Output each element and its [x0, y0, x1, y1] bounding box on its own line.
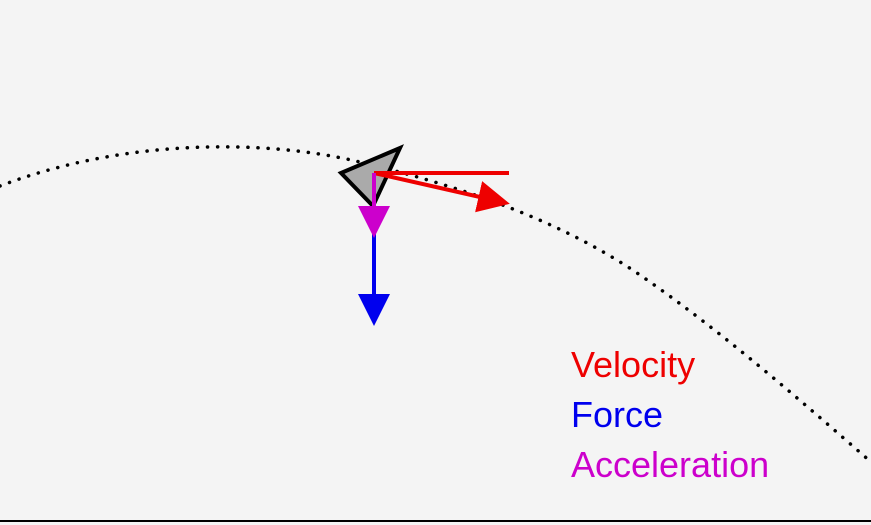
- legend-force: Force: [571, 394, 664, 435]
- legend-velocity: Velocity: [571, 344, 696, 385]
- velocity-vector: [373, 171, 510, 213]
- legend-acceleration: Acceleration: [571, 444, 770, 485]
- legend: Velocity Force Acceleration: [571, 340, 769, 490]
- bottom-border: [0, 520, 871, 522]
